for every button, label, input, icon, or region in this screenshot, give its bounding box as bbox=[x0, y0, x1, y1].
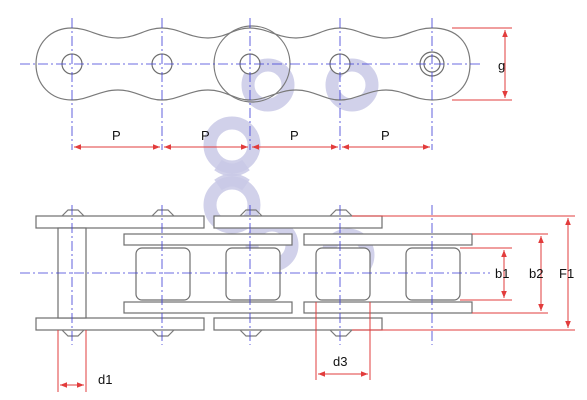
outer-plate-top-2 bbox=[213, 215, 383, 229]
inner-plate-top-2 bbox=[303, 233, 473, 246]
outer-plate-top-1 bbox=[35, 215, 205, 229]
inner-plate-top-1 bbox=[123, 233, 293, 246]
pitch-label-1: P bbox=[112, 128, 121, 143]
pitch-label-4: P bbox=[381, 128, 390, 143]
pin-diameter-label: d1 bbox=[98, 372, 112, 387]
outer-plate-bottom-2 bbox=[213, 317, 383, 331]
roller-4 bbox=[405, 247, 461, 301]
roller-1 bbox=[135, 247, 191, 301]
roller-3 bbox=[315, 247, 371, 301]
outer-width-label: b2 bbox=[529, 266, 543, 281]
pitch-label-2: P bbox=[201, 128, 210, 143]
roller-2 bbox=[225, 247, 281, 301]
chain-side-view: g P P P P bbox=[20, 18, 512, 150]
inner-plate-bottom-1 bbox=[123, 301, 293, 314]
outer-plate-bottom-1 bbox=[35, 317, 205, 331]
pitch-label-3: P bbox=[290, 128, 299, 143]
height-label: g bbox=[498, 58, 505, 73]
inner-width-label: b1 bbox=[495, 266, 509, 281]
inner-plate-bottom-2 bbox=[303, 301, 473, 314]
chain-top-view: b1 b2 F1 d3 d1 bbox=[20, 205, 575, 392]
overall-width-label: F1 bbox=[559, 266, 574, 281]
roller-diameter-label: d3 bbox=[333, 354, 347, 369]
